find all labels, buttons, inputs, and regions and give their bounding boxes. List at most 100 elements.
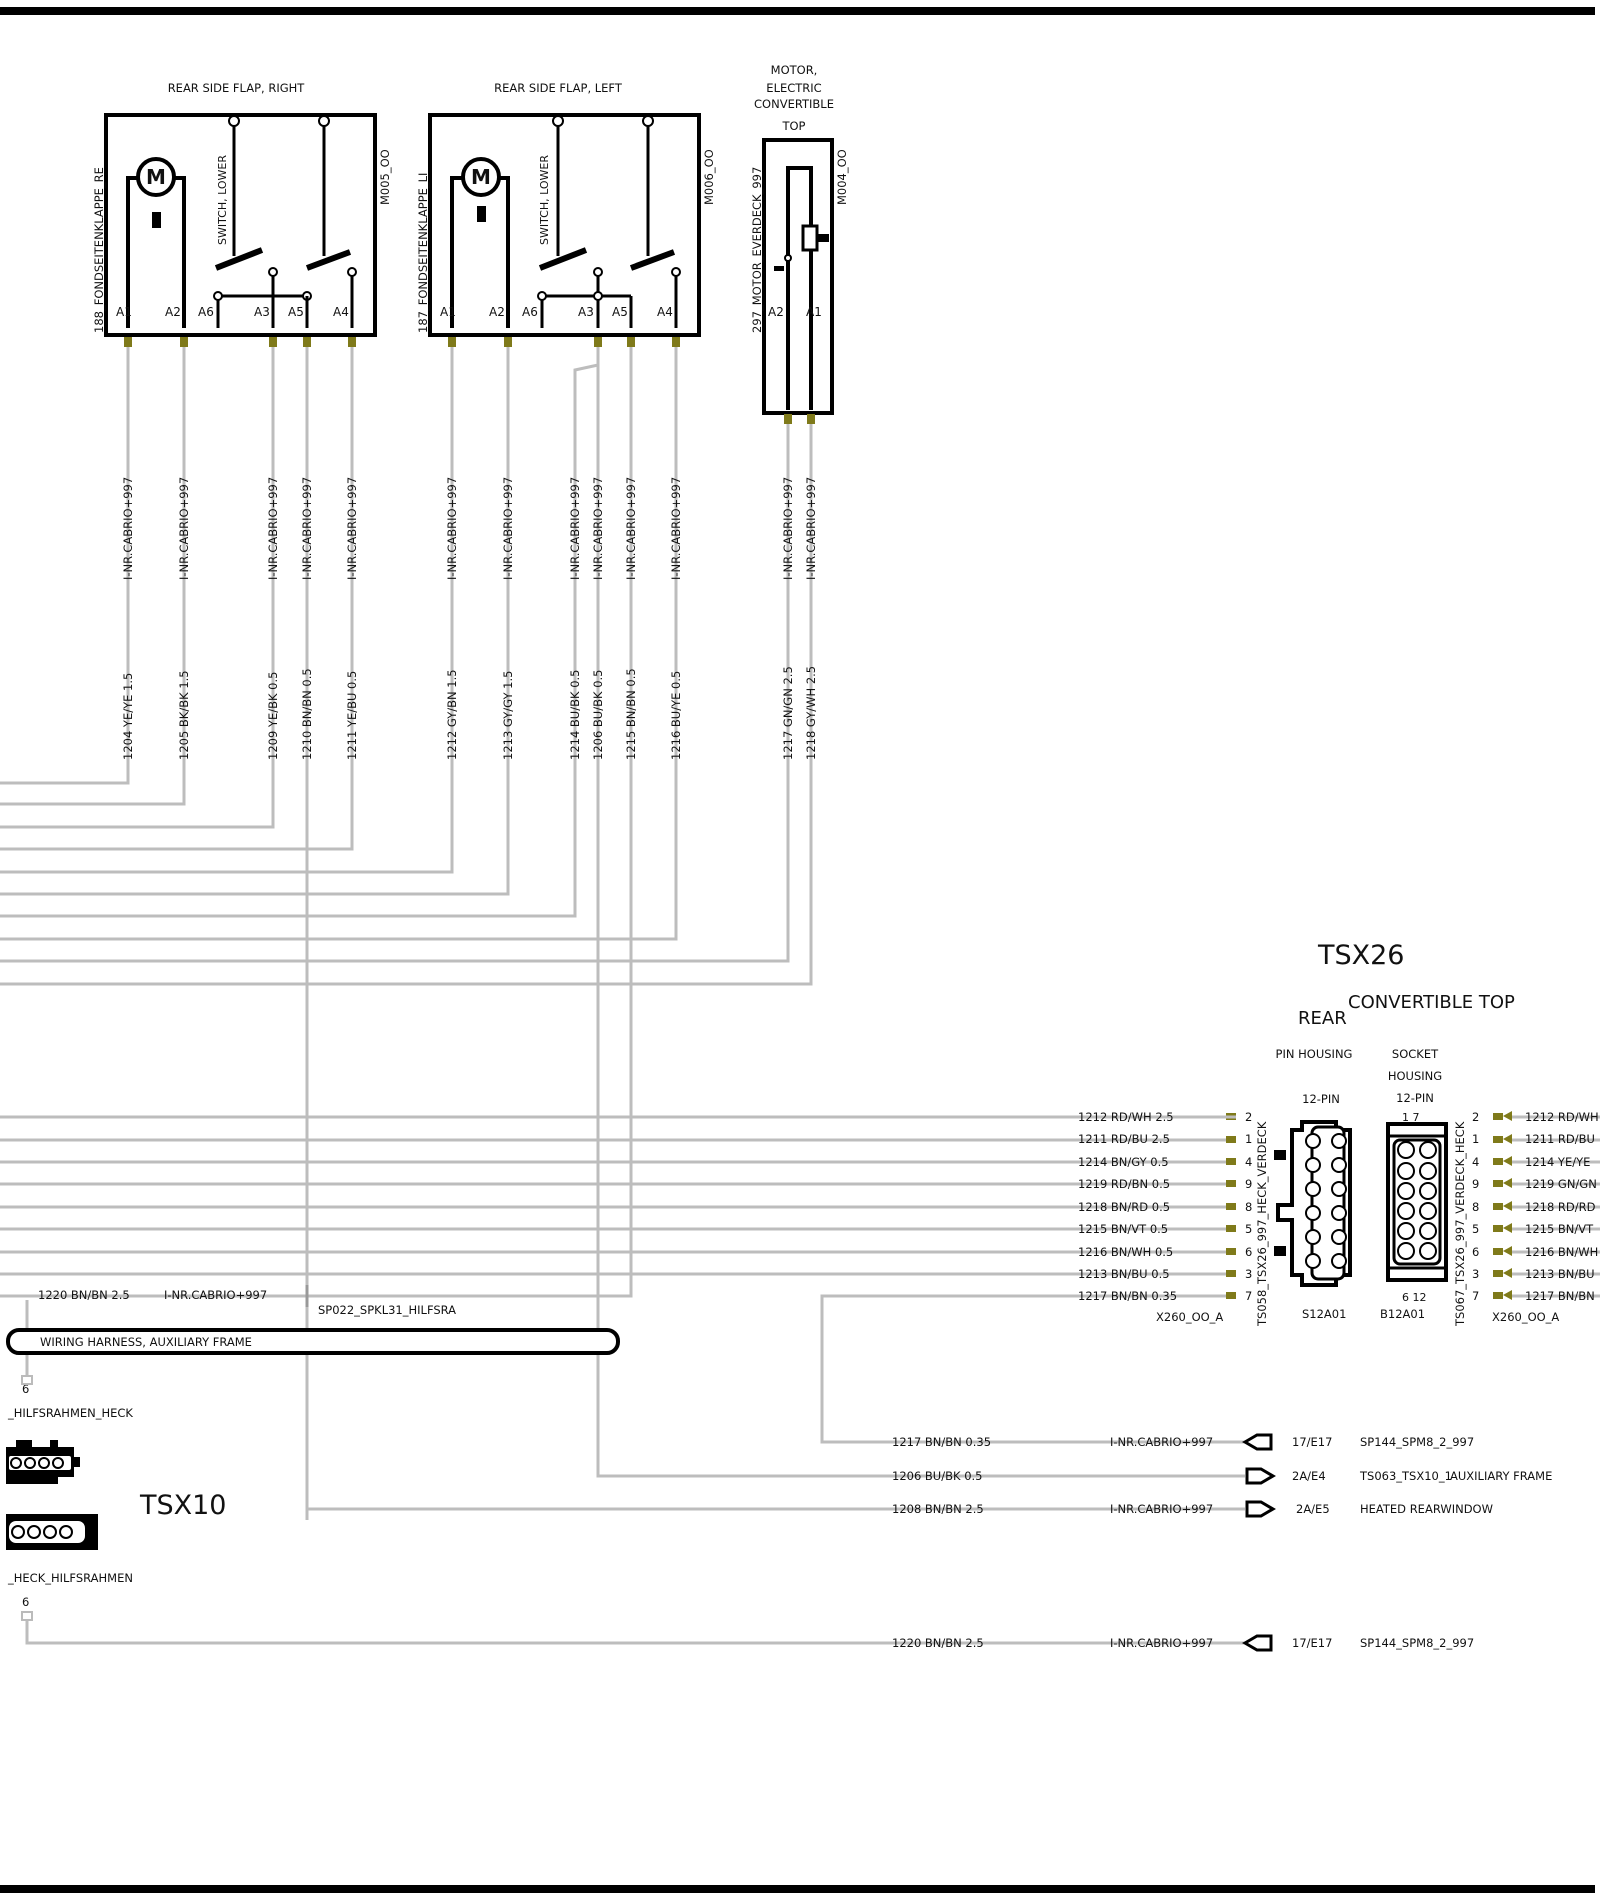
row-left-label: 1217 BN/BN 0.35 — [1078, 1289, 1177, 1303]
motor-title-2: ELECTRIC — [766, 81, 821, 95]
harness-bar — [6, 1328, 620, 1355]
row-pin-left: 3 — [1245, 1267, 1252, 1281]
flap-right-pin-a2: A2 — [165, 305, 181, 319]
row-left-label: 1212 RD/WH 2.5 — [1078, 1110, 1174, 1124]
socket-bottom-pin-numbers: 6 12 — [1402, 1291, 1427, 1304]
row-right-label: 1214 YE/YE — [1525, 1155, 1590, 1169]
flap-right-id: M005_OO — [378, 149, 392, 205]
row-pin-right: 4 — [1472, 1155, 1479, 1169]
tsx26-title: TSX26 — [1317, 940, 1404, 971]
top-border — [0, 7, 1595, 15]
ref-wire-label: 1217 BN/BN 0.35 — [892, 1435, 991, 1449]
ref-wire-label: 1208 BN/BN 2.5 — [892, 1502, 984, 1516]
splice-section: 1220 BN/BN 2.5 I-NR.CABRIO+997 SP022_SPK… — [6, 1285, 620, 1355]
row-left-label: 1215 BN/VT 0.5 — [1078, 1222, 1168, 1236]
ref-arrow-icon — [1245, 1500, 1276, 1518]
ref-variant-label: I-NR.CABRIO+997 — [1110, 1636, 1213, 1650]
convertible-top-motor: MOTOR, ELECTRIC CONVERTIBLE TOP 297_MOTO… — [750, 63, 849, 424]
wire-variant-label: I-NR.CABRIO+997 — [591, 477, 605, 580]
flap-left-pin-a5: A5 — [612, 305, 628, 319]
row-left-label: 1219 RD/BN 0.5 — [1078, 1177, 1170, 1191]
ref-target-label: SP144_SPM8_2_997 — [1360, 1435, 1474, 1449]
row-right-label: 1217 BN/BN — [1525, 1289, 1595, 1303]
row-pin-right: 8 — [1472, 1200, 1479, 1214]
tsx26-connector: TSX26 REAR CONVERTIBLE TOP PIN HOUSING 1… — [1078, 940, 1600, 1327]
wire-id-label: 1211 YE/BU 0.5 — [345, 671, 359, 760]
tsx10-lower-icon — [6, 1514, 98, 1550]
socket-housing-label-2: HOUSING — [1388, 1069, 1442, 1083]
wire-id-label: 1216 BU/YE 0.5 — [669, 671, 683, 760]
motor-pin-a2: A2 — [768, 305, 784, 319]
motor-id: M004_OO — [835, 149, 849, 205]
motor-pin-a1: A1 — [806, 305, 822, 319]
row-right-label: 1215 BN/VT — [1525, 1222, 1594, 1236]
wire-variant-label: I-NR.CABRIO+997 — [568, 477, 582, 580]
flap-right-pin-a4: A4 — [333, 305, 349, 319]
tsx26-rear-label: REAR — [1298, 1008, 1347, 1029]
flap-right-side-label: 188_FONDSEITENKLAPPE_RE — [92, 167, 106, 333]
wire-id-label: 1206 BU/BK 0.5 — [591, 670, 605, 760]
row-pin-right: 7 — [1472, 1289, 1479, 1303]
wire-id-label: 1215 BN/BN 0.5 — [624, 668, 638, 760]
socket-housing-part: B12A01 — [1380, 1307, 1425, 1321]
tsx10-upper-icon — [6, 1440, 80, 1484]
tsx26-right-label: TS067_TSX26_997_VERDECK_HECK — [1453, 1121, 1467, 1327]
motor-title-4: TOP — [781, 119, 805, 133]
flap-left-title: REAR SIDE FLAP, LEFT — [494, 81, 623, 95]
harness-label: WIRING HARNESS, AUXILIARY FRAME — [40, 1335, 252, 1349]
motor-side-label: 297_MOTOR_EVERDECK_997 — [750, 167, 764, 333]
motor-title-3: CONVERTIBLE — [754, 97, 834, 111]
wire-id-label: 1204 YE/YE 1.5 — [121, 673, 135, 760]
row-pin-left: 1 — [1245, 1132, 1252, 1146]
flap-right-pin-a3: A3 — [254, 305, 270, 319]
wire-id-label: 1212 GY/BN 1.5 — [445, 669, 459, 760]
row-pin-right: 2 — [1472, 1110, 1479, 1124]
motor-title-1: MOTOR, — [771, 63, 818, 77]
row-pin-left: 8 — [1245, 1200, 1252, 1214]
flap-left-pin-a3: A3 — [578, 305, 594, 319]
wire-variant-label: I-NR.CABRIO+997 — [345, 477, 359, 580]
ref-pin-label: 2A/E4 — [1292, 1469, 1326, 1483]
wire-variant-label: I-NR.CABRIO+997 — [266, 477, 280, 580]
motor-icon: M — [471, 165, 491, 189]
ref-target-label: HEATED REARWINDOW — [1360, 1502, 1493, 1516]
ref-wire-label: 1206 BU/BK 0.5 — [892, 1469, 982, 1483]
row-right-label: 1211 RD/BU — [1525, 1132, 1595, 1146]
row-pin-right: 1 — [1472, 1132, 1479, 1146]
flap-right-title: REAR SIDE FLAP, RIGHT — [168, 81, 306, 95]
row-pin-left: 9 — [1245, 1177, 1252, 1191]
flap-left-pin-a1: A1 — [440, 305, 456, 319]
ref-target-label: TS063_TSX10_1 — [1359, 1469, 1452, 1483]
row-pin-left: 5 — [1245, 1222, 1252, 1236]
tsx26-code-right: X260_OO_A — [1492, 1310, 1559, 1324]
flap-right-pin-a5: A5 — [288, 305, 304, 319]
tsx10-pin-lower: 6 — [22, 1595, 29, 1609]
ref-variant-label: I-NR.CABRIO+997 — [1110, 1502, 1213, 1516]
tsx26-rows: 1212 RD/WH 2.5 2 2 1212 RD/WH 1211 RD/BU… — [1078, 1110, 1599, 1303]
socket-top-pin-numbers: 1 7 — [1402, 1111, 1420, 1124]
rear-side-flap-right: REAR SIDE FLAP, RIGHT 188_FONDSEITENKLAP… — [92, 81, 392, 347]
row-right-label: 1219 GN/GN — [1525, 1177, 1597, 1191]
wire-variant-label: I-NR.CABRIO+997 — [445, 477, 459, 580]
ref-variant-label: I-NR.CABRIO+997 — [1110, 1435, 1213, 1449]
tsx26-top-label: CONVERTIBLE TOP — [1348, 992, 1515, 1013]
ref-pin-label: 2A/E5 — [1296, 1502, 1330, 1516]
tsx26-code-left: X260_OO_A — [1156, 1310, 1223, 1324]
tsx10-upper-label: _HILFSRAHMEN_HECK — [7, 1406, 133, 1420]
row-left-label: 1214 BN/GY 0.5 — [1078, 1155, 1169, 1169]
ref-target-label-2: AUXILIARY FRAME — [1450, 1469, 1552, 1483]
wire-id-label: 1213 GY/GY 1.5 — [501, 671, 515, 760]
ref-wire-label: 1220 BN/BN 2.5 — [892, 1636, 984, 1650]
row-pin-left: 4 — [1245, 1155, 1252, 1169]
flap-left-switch-label: SWITCH, LOWER — [538, 155, 551, 245]
motor-icon: M — [146, 165, 166, 189]
row-left-label: 1216 BN/WH 0.5 — [1078, 1245, 1173, 1259]
wire-variant-label: I-NR.CABRIO+997 — [624, 477, 638, 580]
wire-variant-label: I-NR.CABRIO+997 — [501, 477, 515, 580]
row-pin-right: 5 — [1472, 1222, 1479, 1236]
wire-variant-label: I-NR.CABRIO+997 — [300, 477, 314, 580]
tsx10-lower-label: _HECK_HILFSRAHMEN — [7, 1571, 133, 1585]
wire-id-label: 1214 BU/BK 0.5 — [568, 670, 582, 760]
wire-variant-label: I-NR.CABRIO+997 — [781, 477, 795, 580]
